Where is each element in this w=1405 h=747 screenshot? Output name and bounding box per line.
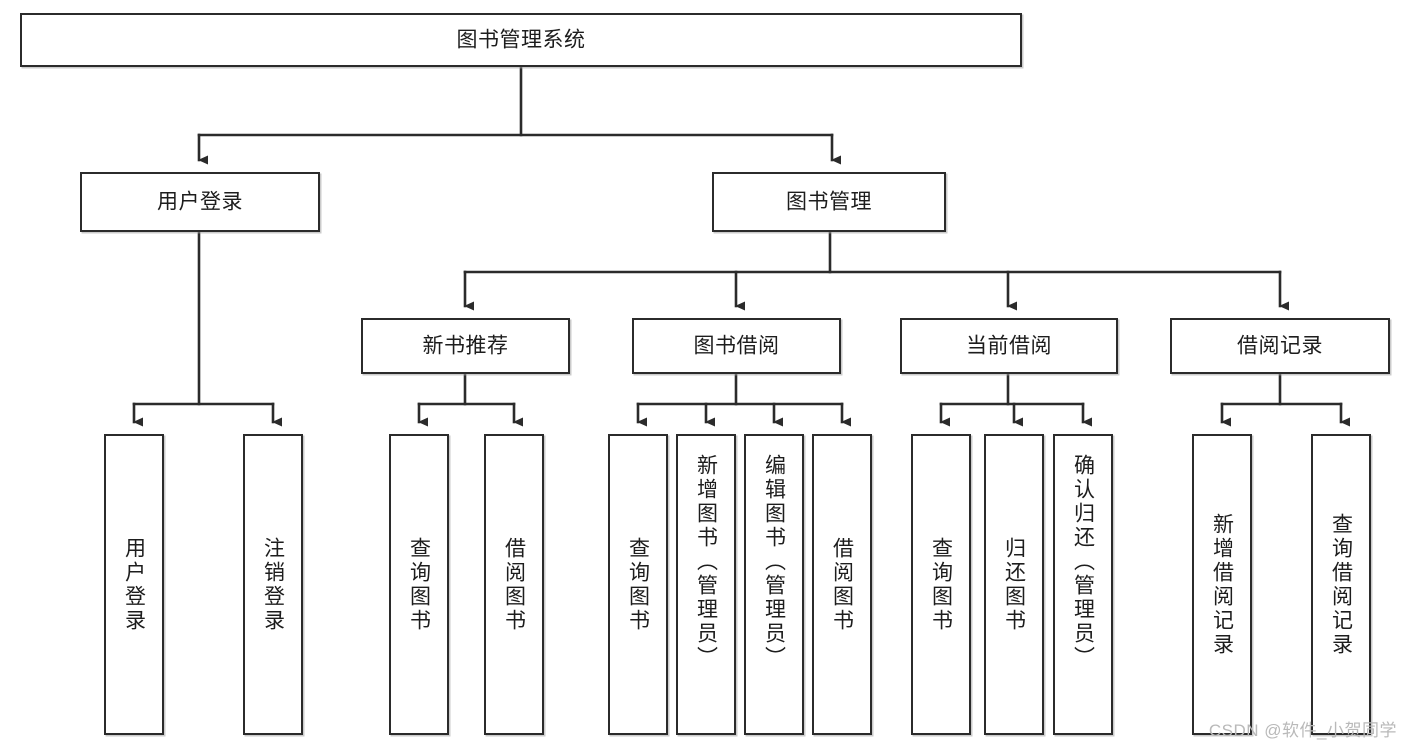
node-leaf-query-book-1[interactable]: 查询图书 [389, 434, 449, 735]
node-current-borrow-label: 当前借阅 [966, 334, 1052, 358]
node-leaf-add-record-label: 新增借阅记录 [1210, 512, 1234, 657]
node-leaf-return-book[interactable]: 归还图书 [984, 434, 1044, 735]
node-leaf-logout-label: 注销登录 [261, 536, 285, 633]
node-leaf-query-book-2-label: 查询图书 [626, 536, 650, 633]
node-leaf-query-book-3-label: 查询图书 [929, 536, 953, 633]
node-leaf-borrow-book-1[interactable]: 借阅图书 [484, 434, 544, 735]
node-new-book-rec-label: 新书推荐 [422, 334, 509, 358]
node-leaf-borrow-book-2-label: 借阅图书 [830, 536, 854, 633]
node-leaf-query-book-3[interactable]: 查询图书 [911, 434, 971, 735]
node-leaf-user-login[interactable]: 用户登录 [104, 434, 164, 735]
node-book-borrow-label: 图书借阅 [693, 334, 780, 358]
node-leaf-query-record-label: 查询借阅记录 [1329, 512, 1353, 657]
node-leaf-user-login-label: 用户登录 [122, 536, 146, 633]
node-new-book-rec[interactable]: 新书推荐 [361, 318, 570, 374]
node-leaf-edit-book[interactable]: 编辑图书（管理员） [744, 434, 804, 735]
node-leaf-confirm-return[interactable]: 确认归还（管理员） [1053, 434, 1113, 735]
node-root-label: 图书管理系统 [456, 28, 586, 52]
node-leaf-logout[interactable]: 注销登录 [243, 434, 303, 735]
node-leaf-return-book-label: 归还图书 [1002, 536, 1026, 633]
node-leaf-add-record[interactable]: 新增借阅记录 [1192, 434, 1252, 735]
node-borrow-record-label: 借阅记录 [1237, 334, 1323, 358]
node-leaf-borrow-book-1-label: 借阅图书 [502, 536, 526, 633]
csdn-watermark: CSDN @软件_小贺同学 [1208, 721, 1397, 740]
node-borrow-record[interactable]: 借阅记录 [1170, 318, 1390, 374]
node-leaf-confirm-return-label: 确认归还（管理员） [1071, 454, 1095, 670]
node-leaf-query-record[interactable]: 查询借阅记录 [1311, 434, 1371, 735]
node-book-manage-label: 图书管理 [786, 190, 872, 214]
node-leaf-edit-book-label: 编辑图书（管理员） [762, 454, 786, 670]
node-book-manage[interactable]: 图书管理 [712, 172, 946, 232]
node-user-login-label: 用户登录 [157, 190, 243, 214]
node-leaf-add-book[interactable]: 新增图书（管理员） [676, 434, 736, 735]
node-leaf-borrow-book-2[interactable]: 借阅图书 [812, 434, 872, 735]
node-leaf-query-book-2[interactable]: 查询图书 [608, 434, 668, 735]
node-book-borrow[interactable]: 图书借阅 [632, 318, 841, 374]
node-current-borrow[interactable]: 当前借阅 [900, 318, 1118, 374]
node-leaf-add-book-label: 新增图书（管理员） [694, 454, 718, 670]
node-user-login[interactable]: 用户登录 [80, 172, 320, 232]
node-root[interactable]: 图书管理系统 [20, 13, 1022, 67]
node-leaf-query-book-1-label: 查询图书 [407, 536, 431, 633]
